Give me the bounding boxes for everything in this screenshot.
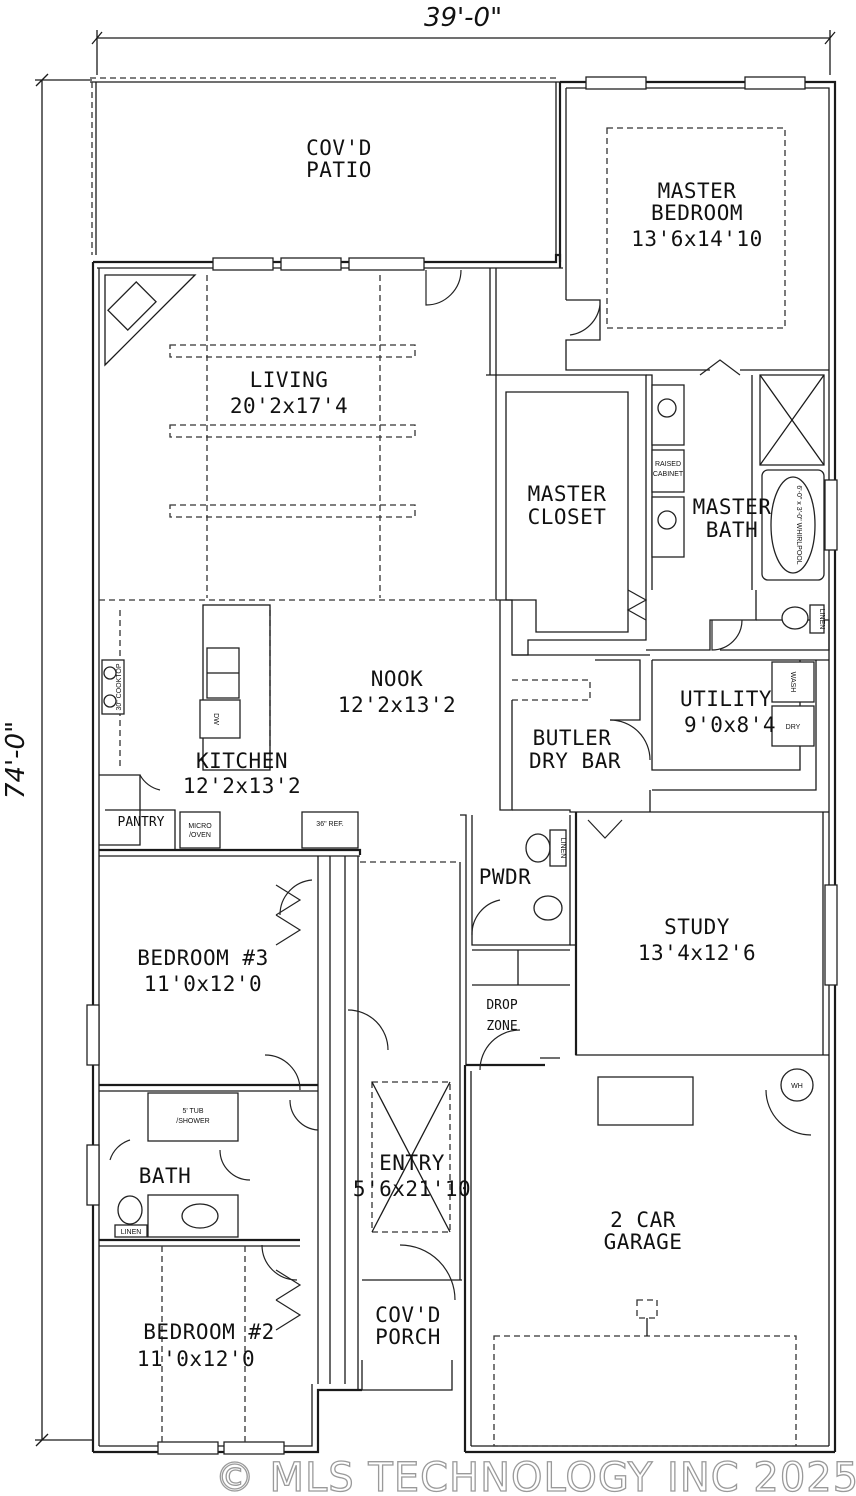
linen-label-pwdr: LINEN: [559, 838, 566, 859]
drop-zone-label-2: ZONE: [486, 1019, 517, 1034]
raised-cabinet-label-2: CABINET: [653, 471, 684, 478]
utility-label: UTILITY: [680, 687, 772, 711]
living-label: LIVING: [250, 368, 329, 392]
patio-outline: [90, 77, 561, 255]
study-label: STUDY: [664, 915, 730, 939]
bedroom2-size: 11'0x12'0: [137, 1347, 255, 1371]
pantry-label: PANTRY: [118, 815, 165, 830]
dimension-lines: [35, 30, 836, 1447]
garage-label-2: GARAGE: [604, 1230, 683, 1254]
study-size: 13'4x12'6: [638, 941, 756, 965]
washer-label: WASH: [789, 672, 796, 693]
cooktop-label: 30" COOKTOP: [116, 663, 123, 710]
door-swings: [109, 269, 812, 1331]
watermark: © MLS TECHNOLOGY INC 2025: [215, 1455, 856, 1496]
nook-label: NOOK: [371, 667, 424, 691]
butler-label-1: BUTLER: [533, 726, 612, 750]
micro-oven-label-1: MICRO: [188, 823, 212, 830]
garage-label-1: 2 CAR: [610, 1208, 676, 1232]
whirlpool-label: 6'-0" x 3'-0" WHIRLPOOL: [795, 485, 802, 564]
tub-label-2: /SHOWER: [176, 1118, 209, 1125]
width-dimension: 39'-0": [424, 3, 502, 33]
covd-patio-label-2: PATIO: [306, 158, 372, 182]
master-closet-label-1: MASTER: [528, 482, 607, 506]
windows: [86, 76, 838, 1455]
bedroom3-size: 11'0x12'0: [144, 972, 262, 996]
drop-zone-label-1: DROP: [486, 998, 517, 1013]
covd-porch-label-2: PORCH: [375, 1325, 441, 1349]
micro-oven-label-2: /OVEN: [189, 832, 211, 839]
nook-size: 12'2x13'2: [338, 693, 456, 717]
fixtures: [101, 274, 825, 1238]
master-bath-label-2: BATH: [706, 518, 759, 542]
bedroom3-label: BEDROOM #3: [137, 946, 268, 970]
dishwasher-label: DW: [212, 713, 219, 725]
covd-patio-label-1: COV'D: [306, 136, 372, 160]
fixture-labels: RAISED CABINET 6'-0" x 3'-0" WHIRLPOOL L…: [116, 461, 825, 1236]
master-closet-label-2: CLOSET: [528, 505, 607, 529]
pwdr-label: PWDR: [479, 865, 532, 889]
master-bath-label-1: MASTER: [693, 495, 772, 519]
depth-dimension: 74'-0": [1, 721, 31, 799]
linen-label-bath: LINEN: [121, 1229, 142, 1236]
kitchen-size: 12'2x13'2: [183, 774, 301, 798]
room-labels: COV'D PATIO MASTER BEDROOM 13'6x14'10 LI…: [118, 136, 776, 1371]
master-bedroom-size: 13'6x14'10: [631, 227, 762, 251]
bedroom2-label: BEDROOM #2: [143, 1320, 274, 1344]
ceiling-lines: [119, 127, 797, 1447]
interior-walls: [99, 268, 830, 1390]
entry-size: 5'6x21'10: [353, 1177, 471, 1201]
utility-size: 9'0x8'4: [684, 713, 776, 737]
kitchen-label: KITCHEN: [196, 749, 288, 773]
entry-label: ENTRY: [379, 1151, 445, 1175]
master-bedroom-label-2: BEDROOM: [651, 201, 743, 225]
dryer-label: DRY: [786, 724, 801, 731]
exterior-walls: [91, 80, 837, 1454]
bath-label: BATH: [139, 1164, 192, 1188]
living-size: 20'2x17'4: [230, 394, 348, 418]
refrigerator-label: 36" REF.: [316, 821, 343, 828]
butler-label-2: DRY BAR: [529, 749, 621, 773]
master-bedroom-label-1: MASTER: [658, 179, 737, 203]
raised-cabinet-label-1: RAISED: [655, 461, 681, 468]
covd-porch-label-1: COV'D: [375, 1303, 441, 1327]
linen-label-master: LINEN: [818, 609, 825, 630]
water-heater-label: WH: [791, 1083, 803, 1090]
tub-label-1: 5' TUB: [182, 1108, 203, 1115]
